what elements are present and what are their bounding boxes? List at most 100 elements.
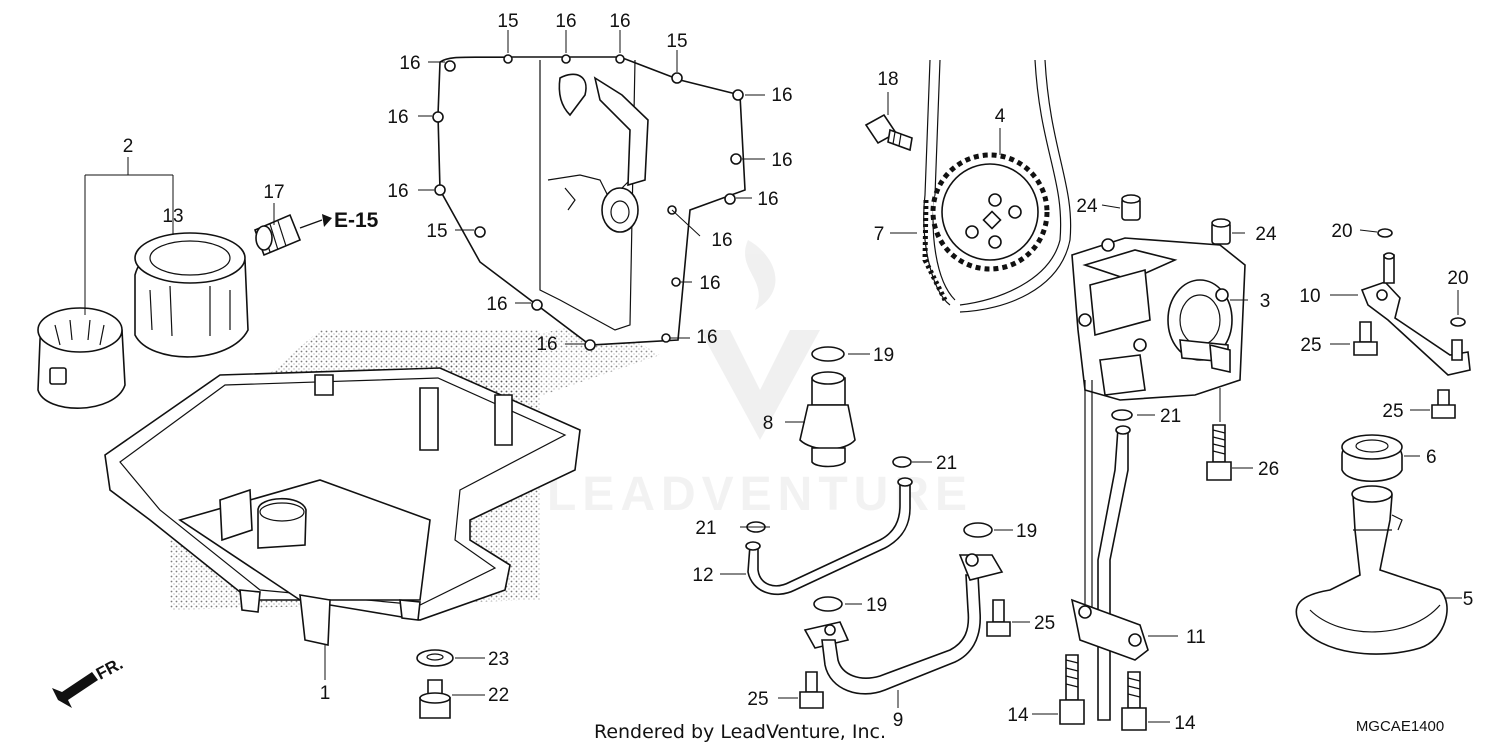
callout-labels: 2 13 17 E-15 1 23 22 FR. 15 16 16 15 16 … [93, 11, 1473, 734]
callout-14b: 14 [1174, 713, 1196, 734]
callout-25c: 25 [1300, 335, 1321, 356]
callout-13: 13 [162, 206, 183, 227]
callout-16g: 16 [536, 334, 557, 355]
callout-19a: 19 [873, 345, 894, 366]
callout-16j: 16 [757, 189, 778, 210]
washer-20b [1450, 317, 1466, 327]
footer-credit: Rendered by LeadVenture, Inc. [594, 721, 886, 743]
pump-sprocket [930, 152, 1050, 272]
callout-21a: 21 [936, 453, 957, 474]
callout-23: 23 [488, 649, 509, 670]
leaders-21-26 [1137, 388, 1253, 469]
ref-e15: E-15 [334, 209, 379, 232]
leaders-22-23 [452, 657, 485, 696]
leaders-5-6 [1404, 455, 1462, 599]
oil-filter-cartridge [134, 232, 249, 358]
o-ring-21a [892, 456, 912, 468]
oil-strainer [1295, 485, 1448, 655]
oil-pump [1071, 237, 1246, 401]
callout-6: 6 [1426, 447, 1437, 468]
callout-1: 1 [320, 683, 331, 704]
o-ring-19b [963, 522, 993, 538]
callout-24a: 24 [1076, 196, 1098, 217]
washer-20a [1377, 228, 1393, 238]
gasket-leaders [418, 30, 765, 345]
callout-2: 2 [123, 136, 134, 157]
oil-filter-wrench [37, 307, 126, 409]
strainer-seal [1341, 434, 1403, 482]
callout-16a: 16 [555, 11, 576, 32]
callout-15b: 15 [666, 31, 687, 52]
sealing-washer-23 [416, 649, 454, 667]
callout-16l: 16 [699, 273, 720, 294]
callout-16d: 16 [387, 107, 408, 128]
callout-18: 18 [877, 69, 898, 90]
oil-pipe-a [745, 477, 913, 596]
leaders-4-7 [890, 128, 1001, 234]
bolt-25-pipe [986, 599, 1011, 637]
front-direction-arrow-icon [52, 672, 98, 708]
watermark-logo-icon [700, 330, 820, 440]
callout-8: 8 [763, 413, 774, 434]
callout-24b: 24 [1255, 224, 1277, 245]
flange-bolt-25d [1431, 389, 1456, 419]
callout-3: 3 [1260, 291, 1271, 312]
plate-leaders [1330, 229, 1459, 411]
oil-pressure-switch [799, 371, 856, 468]
ref-arrow-shaft [299, 219, 323, 229]
bolt-25-pipe-b [799, 671, 824, 709]
dowel-pin-24a [1121, 194, 1141, 221]
callout-16i: 16 [771, 150, 792, 171]
chain-guide-plate [1360, 252, 1471, 376]
callout-25d: 25 [1382, 401, 1403, 422]
callout-16h: 16 [771, 85, 792, 106]
callout-11: 11 [1186, 627, 1206, 648]
filter-boss [253, 213, 302, 257]
oil-pipe-long [1070, 380, 1149, 721]
drain-bolt-18 [864, 113, 913, 152]
callout-bracket-2 [84, 157, 174, 315]
callout-5: 5 [1463, 589, 1474, 610]
pipe-leaders [720, 461, 1030, 708]
direction-label: FR. [93, 654, 126, 684]
callout-25a: 25 [1034, 613, 1055, 634]
flange-bolt-26 [1206, 424, 1232, 481]
o-ring-21c [1111, 409, 1133, 421]
callout-15a: 15 [497, 11, 518, 32]
callout-16e: 16 [387, 181, 408, 202]
oil-pan [104, 367, 581, 646]
cover-gasket [437, 56, 746, 346]
pump-leaders [1101, 204, 1248, 301]
callout-16k: 16 [711, 230, 732, 251]
callout-12: 12 [692, 565, 713, 586]
drain-bolt-22 [419, 679, 451, 719]
diagram-code: MGCAE1400 [1356, 718, 1444, 735]
flange-bolt-25c [1353, 321, 1378, 356]
callout-20b: 20 [1447, 268, 1468, 289]
dowel-pin-24b [1211, 218, 1231, 245]
oil-pipe-b [803, 553, 1004, 695]
callout-17: 17 [263, 182, 284, 203]
callout-10: 10 [1299, 286, 1320, 307]
o-ring-19a [811, 346, 845, 362]
callout-26: 26 [1258, 459, 1279, 480]
flange-bolt-14a [1059, 654, 1085, 725]
callout-20a: 20 [1331, 221, 1352, 242]
watermark: LEADVENTURE [547, 240, 973, 521]
watermark-text: LEADVENTURE [547, 468, 973, 521]
callout-16c: 16 [399, 53, 420, 74]
callout-9: 9 [893, 710, 904, 731]
ref-arrow-head-icon [322, 214, 332, 227]
leaders-11-14 [1032, 635, 1178, 723]
callout-7: 7 [874, 224, 885, 245]
callout-14a: 14 [1007, 705, 1029, 726]
callout-4: 4 [995, 106, 1006, 127]
callout-19b: 19 [1016, 521, 1037, 542]
callout-21b: 21 [695, 518, 716, 539]
callout-16m: 16 [696, 327, 717, 348]
callout-22: 22 [488, 685, 509, 706]
callout-19c: 19 [866, 595, 887, 616]
gasket-bolt-holes [432, 54, 744, 351]
